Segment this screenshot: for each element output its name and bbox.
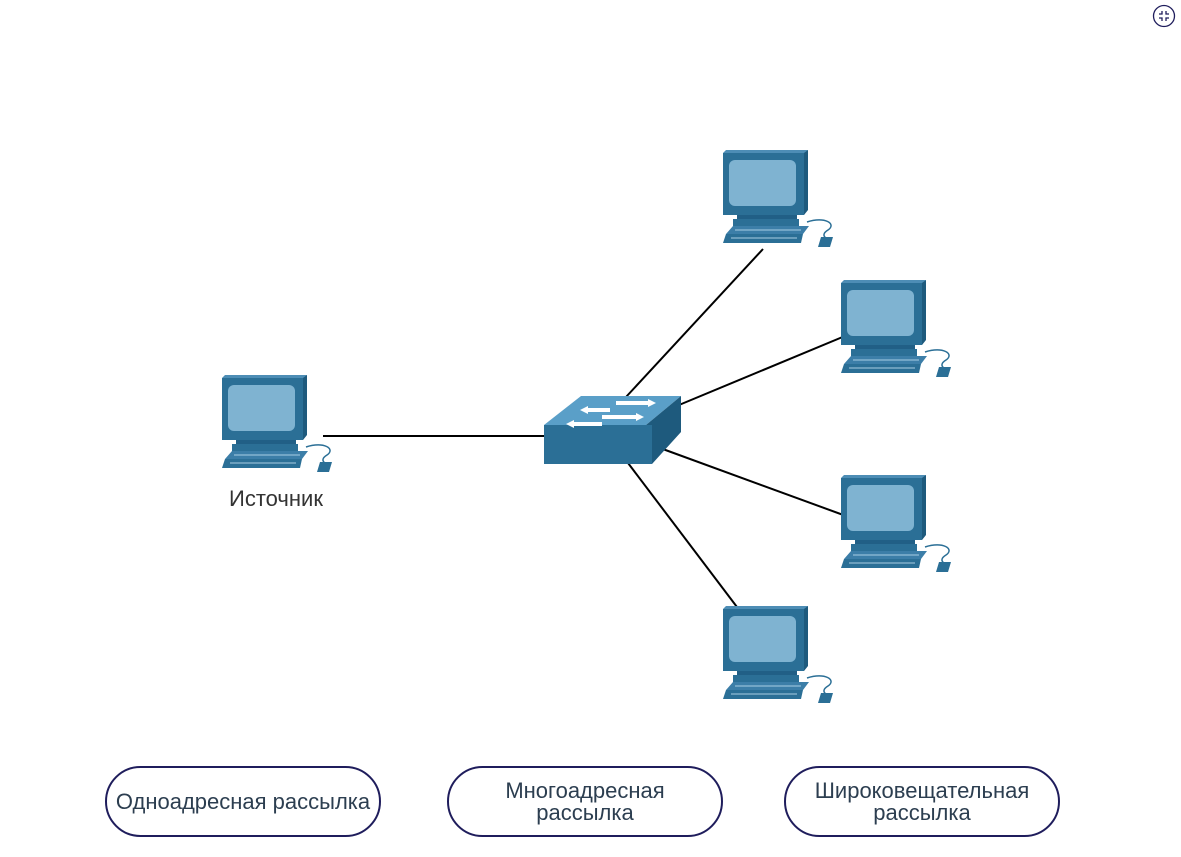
link-switch-pc1 bbox=[625, 248, 764, 398]
collapse-fullscreen-icon bbox=[1152, 4, 1176, 28]
multicast-button-label: Многоадресная рассылка bbox=[505, 777, 665, 825]
broadcast-button[interactable]: Широковещательная рассылка bbox=[784, 766, 1060, 837]
fullscreen-toggle-button[interactable] bbox=[1152, 4, 1176, 28]
unicast-button[interactable]: Одноадресная рассылка bbox=[105, 766, 381, 837]
link-switch-pc3 bbox=[659, 447, 858, 521]
destination-computer-icon bbox=[840, 474, 952, 573]
link-switch-pc2 bbox=[678, 330, 858, 406]
source-label: Источник bbox=[229, 486, 323, 511]
network-switch-icon bbox=[544, 396, 681, 464]
destination-computer-icon bbox=[840, 279, 952, 378]
broadcast-button-label: Широковещательная рассылка bbox=[814, 777, 1030, 825]
destination-computer-icon bbox=[722, 605, 834, 704]
multicast-button[interactable]: Многоадресная рассылка bbox=[447, 766, 723, 837]
network-links bbox=[323, 248, 858, 612]
link-switch-pc4 bbox=[627, 462, 741, 612]
destination-computer-icon bbox=[722, 149, 834, 248]
unicast-button-label: Одноадресная рассылка bbox=[115, 788, 371, 814]
source-computer-icon bbox=[221, 374, 333, 473]
